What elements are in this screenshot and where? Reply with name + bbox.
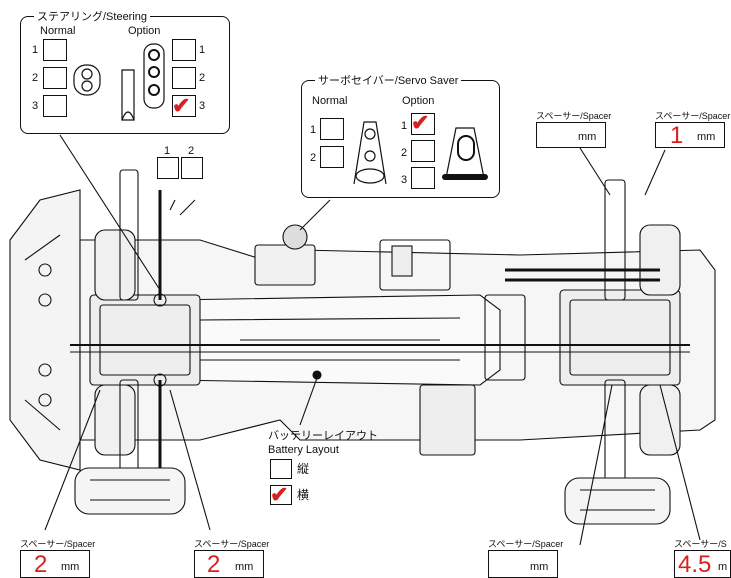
spacer-br2-label: スペーサー/S <box>674 539 727 549</box>
servo-normal-pos-2: 2 <box>310 152 317 164</box>
battery-check-icon: ✔ <box>270 482 289 507</box>
servo-option-saver-icon <box>442 127 488 180</box>
steering-option-pos-1: 1 <box>199 44 206 56</box>
front-bulkhead <box>89 294 201 386</box>
leader-spacer-br1 <box>579 384 613 546</box>
spacer-bl2-unit: mm <box>235 561 254 573</box>
front-bumper <box>9 189 81 471</box>
servo-option-check-icon: ✔ <box>411 110 430 135</box>
steering-option-link-icon <box>121 43 165 121</box>
spacer-bl1-box[interactable] <box>20 550 90 578</box>
steering-normal-pos-1: 1 <box>32 44 39 56</box>
link-box-1[interactable] <box>157 157 179 179</box>
link-box-label-2: 2 <box>188 145 195 157</box>
servo-normal-saver-icon <box>353 121 387 185</box>
spacer-bl1-label: スペーサー/Spacer <box>20 539 96 549</box>
spacer-br2-box[interactable] <box>674 550 731 578</box>
spacer-br2-value: 4.5 <box>678 551 712 578</box>
battery-option-vertical-label: 縦 <box>297 462 310 476</box>
servo-option-pos-1: 1 <box>401 120 408 132</box>
battery-title-jp: バッテリーレイアウト <box>268 430 378 442</box>
steering-normal-pos-3: 3 <box>32 100 39 112</box>
steering-option-label: Option <box>128 25 161 37</box>
steering-option-check-icon: ✔ <box>172 93 191 118</box>
battery-marker-dot <box>312 370 322 380</box>
spacer-tr2-value: 1 <box>670 122 684 149</box>
spacer-tr2-box[interactable] <box>655 122 725 148</box>
spacer-bl2-box[interactable] <box>194 550 264 578</box>
spacer-bl1-unit: mm <box>61 561 80 573</box>
servo-saver-normal-label: Normal <box>312 95 348 107</box>
spacer-tr1-label: スペーサー/Spacer <box>536 111 612 121</box>
front-wheel-left <box>74 467 186 515</box>
leader-spacer-br2 <box>659 384 701 541</box>
link-box-2[interactable] <box>181 157 203 179</box>
front-damper-upper <box>94 229 136 301</box>
servo-option-box-2[interactable] <box>411 140 435 162</box>
servo-option-pos-3: 3 <box>401 174 408 186</box>
spacer-tr1-box[interactable] <box>536 122 606 148</box>
steering-normal-label: Normal <box>40 25 76 37</box>
battery-option-horizontal-box[interactable] <box>270 485 292 505</box>
leader-servo-saver <box>299 199 331 231</box>
front-damper-lower <box>94 384 136 456</box>
receiver <box>379 239 451 291</box>
servo-saver-option-label: Option <box>402 95 435 107</box>
steering-option-pos-2: 2 <box>199 72 206 84</box>
leader-spacer-tr1 <box>579 147 611 196</box>
spacer-br1-label: スペーサー/Spacer <box>488 539 564 549</box>
spacer-tr1-unit: mm <box>578 131 597 143</box>
steering-normal-box-1[interactable] <box>43 39 67 61</box>
leader-battery <box>299 377 318 426</box>
spacer-bl2-label: スペーサー/Spacer <box>194 539 270 549</box>
rear-damper-upper <box>639 224 681 296</box>
leader-spacer-bl1 <box>44 389 101 531</box>
rear-wheel-right <box>564 477 671 525</box>
leader-spacer-tr2 <box>644 149 666 196</box>
rear-damper-lower <box>639 384 681 456</box>
spacer-bl1-value: 2 <box>34 551 48 578</box>
spacer-tr2-unit: mm <box>697 131 716 143</box>
spur-gear <box>505 268 660 282</box>
spacer-br2-unit: m <box>718 561 728 573</box>
leader-spacer-bl2 <box>169 389 211 531</box>
steering-option-box-1[interactable] <box>172 39 196 61</box>
servo-normal-box-1[interactable] <box>320 118 344 140</box>
servo-option-pos-2: 2 <box>401 147 408 159</box>
steering-option-pos-3: 3 <box>199 100 206 112</box>
steering-normal-box-3[interactable] <box>43 95 67 117</box>
servo-option-box-3[interactable] <box>411 167 435 189</box>
battery-title-en: Battery Layout <box>268 444 339 456</box>
servo <box>254 244 316 286</box>
rear-bulkhead <box>559 289 681 386</box>
steering-title: ステアリング/Steering <box>34 8 151 24</box>
spacer-tr2-label: スペーサー/Spacer <box>655 111 731 121</box>
steering-option-box-2[interactable] <box>172 67 196 89</box>
leader-steering <box>59 134 161 291</box>
esc <box>419 384 476 456</box>
battery-option-horizontal-label: 横 <box>297 488 310 502</box>
steering-option-box-3[interactable] <box>172 95 196 117</box>
battery-option-vertical-box[interactable] <box>270 459 292 479</box>
link-box-label-1: 1 <box>164 145 171 157</box>
steering-normal-pos-2: 2 <box>32 72 39 84</box>
spacer-br1-unit: mm <box>530 561 549 573</box>
servo-option-box-1[interactable] <box>411 113 435 135</box>
steering-normal-link-icon <box>73 64 101 96</box>
steering-normal-box-2[interactable] <box>43 67 67 89</box>
spacer-bl2-value: 2 <box>207 551 221 578</box>
servo-normal-pos-1: 1 <box>310 124 317 136</box>
servo-saver-title: サーボセイバー/Servo Saver <box>315 72 462 88</box>
servo-normal-box-2[interactable] <box>320 146 344 168</box>
spacer-br1-box[interactable] <box>488 550 558 578</box>
